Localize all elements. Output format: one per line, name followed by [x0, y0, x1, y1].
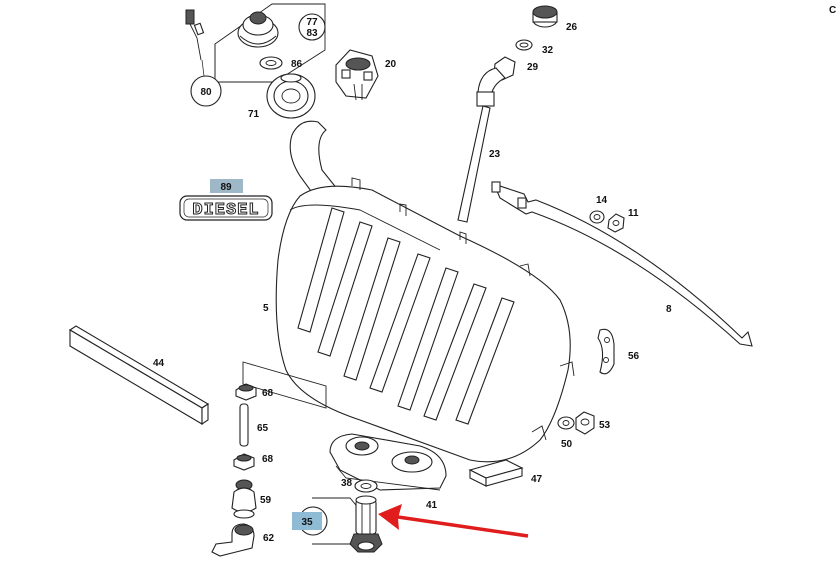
label-50: 50: [561, 439, 573, 450]
label-44: 44: [153, 358, 165, 369]
label-59: 59: [260, 495, 272, 506]
gasket-71: [266, 73, 316, 119]
label-89: 89: [220, 182, 232, 193]
callout-circle-77-83: [298, 13, 326, 41]
red-arrow-pointer: [378, 504, 529, 538]
label-86: 86: [291, 59, 303, 70]
label-32: 32: [542, 45, 554, 56]
washer-14: [589, 210, 605, 224]
washer-50: [557, 416, 575, 430]
label-68-top: 68: [262, 388, 274, 399]
label-53: 53: [599, 420, 611, 431]
label-38: 38: [341, 478, 353, 489]
pin-65: [239, 403, 249, 447]
label-47: 47: [531, 474, 543, 485]
label-8: 8: [666, 304, 672, 315]
grommet-part: [237, 11, 279, 48]
label-65: 65: [257, 423, 269, 434]
damper-59: [231, 479, 257, 519]
nut-53: [575, 411, 595, 435]
highlight-box-89: [210, 179, 243, 193]
bracket-box-68: [242, 361, 327, 409]
clip-68-top: [235, 383, 257, 401]
label-14: 14: [596, 195, 608, 206]
ring-86: [259, 56, 283, 70]
nut-11: [607, 213, 625, 233]
callout-circle-80: [190, 75, 222, 107]
label-71: 71: [248, 109, 260, 120]
label-56: 56: [628, 351, 640, 362]
label-35: 35: [301, 517, 313, 528]
sender-unit-20: [335, 49, 379, 101]
bracket-56: [597, 328, 615, 375]
label-20: 20: [385, 59, 397, 70]
highlight-box-35: [292, 512, 322, 530]
fuel-tank-5: [275, 120, 575, 463]
corner-fragment: C: [829, 5, 836, 16]
label-68-bottom: 68: [262, 454, 274, 465]
ring-38: [354, 479, 378, 493]
label-77: 77: [306, 17, 318, 28]
label-62: 62: [263, 533, 275, 544]
label-26: 26: [566, 22, 578, 33]
cap-26: [532, 5, 558, 28]
label-5: 5: [263, 303, 269, 314]
diesel-badge: DIESEL: [179, 195, 273, 221]
fuel-strainer-35: [349, 495, 383, 553]
ring-32: [515, 39, 533, 51]
label-83: 83: [306, 28, 318, 39]
strap-8: [491, 181, 753, 347]
pad-47: [468, 459, 524, 487]
label-29: 29: [527, 62, 539, 73]
strip-44: [68, 325, 210, 426]
clip-part: [185, 9, 205, 61]
label-41: 41: [426, 500, 438, 511]
label-23: 23: [489, 149, 501, 160]
elbow-62: [211, 523, 255, 557]
diesel-badge-text: DIESEL: [192, 201, 259, 220]
hose-23: [457, 67, 506, 223]
cover-plate-41: [329, 433, 447, 491]
clip-68-bottom: [233, 453, 255, 471]
label-80: 80: [200, 87, 212, 98]
label-11: 11: [628, 208, 639, 219]
